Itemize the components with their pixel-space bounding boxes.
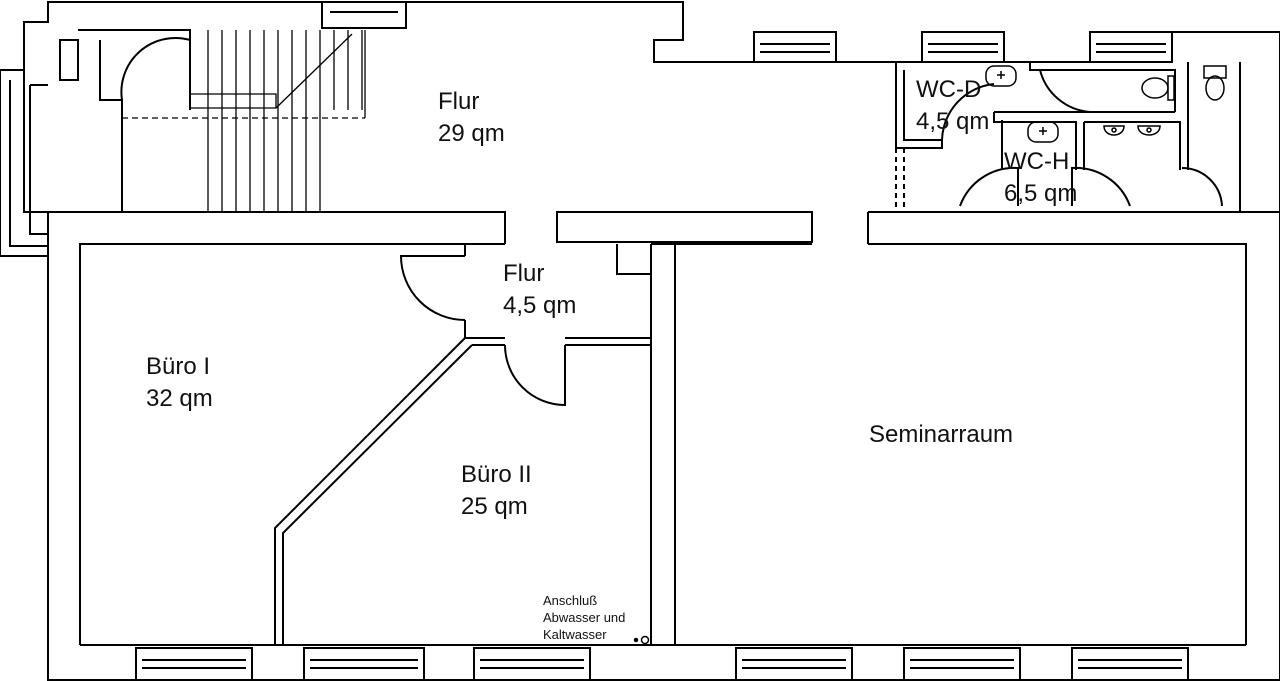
room-name: Büro I <box>146 353 211 380</box>
sink-wc-h <box>1027 121 1059 143</box>
room-name: Seminarraum <box>869 421 1014 448</box>
room-name: Flur <box>503 260 545 287</box>
room-flur-small: Flur 4,5 qm <box>503 258 576 322</box>
corridor-wall-left <box>48 211 506 244</box>
room-area: 6,5 qm <box>1004 180 1078 207</box>
room-name: WC-H <box>1004 148 1070 175</box>
water-connection <box>633 635 650 645</box>
room-buero2: Büro II 25 qm <box>461 459 532 523</box>
note-line: Kaltwasser <box>543 627 607 642</box>
door-wc-h-right <box>1071 166 1131 207</box>
door-wc-end <box>1181 166 1223 207</box>
door-wc-d <box>1039 69 1091 113</box>
room-area: 32 qm <box>146 385 213 412</box>
room-name: WC-D <box>916 76 982 103</box>
note-line: Abwasser und <box>543 610 626 625</box>
room-area: 4,5 qm <box>916 108 990 135</box>
inner-wall-outline <box>79 243 1247 645</box>
room-name: Büro II <box>461 461 532 488</box>
sink-wc-d <box>985 65 1017 87</box>
room-area: 29 qm <box>438 120 505 147</box>
toilet-wc-d <box>1141 75 1175 101</box>
bay-left <box>0 69 48 257</box>
room-buero1: Büro I 32 qm <box>146 351 213 415</box>
seminar-wall <box>650 243 676 645</box>
room-wc-d: WC-D 4,5 qm <box>916 74 989 138</box>
corridor-wall-mid <box>556 211 813 243</box>
water-connection-note: Anschluß Abwasser und Kaltwasser <box>543 592 625 643</box>
top-windows <box>753 31 1173 63</box>
shaft <box>616 244 651 275</box>
room-flur-top: Flur 29 qm <box>438 86 505 150</box>
room-area: 25 qm <box>461 493 528 520</box>
note-line: Anschluß <box>543 593 598 608</box>
diagonal-wall <box>274 337 505 645</box>
room-name: Flur <box>438 88 480 115</box>
outer-wall <box>23 1 1280 681</box>
room-seminar: Seminarraum <box>869 419 1013 451</box>
corridor-wall-right <box>867 211 1280 244</box>
stairs <box>122 30 366 212</box>
chimney <box>321 1 407 29</box>
urinals <box>1103 125 1161 136</box>
stair-tower <box>59 29 191 212</box>
room-area: 4,5 qm <box>503 292 577 319</box>
door-buero1 <box>399 255 466 321</box>
room-wc-h: WC-H 6,5 qm <box>1004 146 1077 210</box>
toilet-end <box>1203 65 1227 101</box>
door-buero2 <box>504 344 566 407</box>
door-wc-h-left <box>959 166 1019 207</box>
bottom-windows <box>135 647 1189 681</box>
wc-d-walls <box>895 62 1176 149</box>
